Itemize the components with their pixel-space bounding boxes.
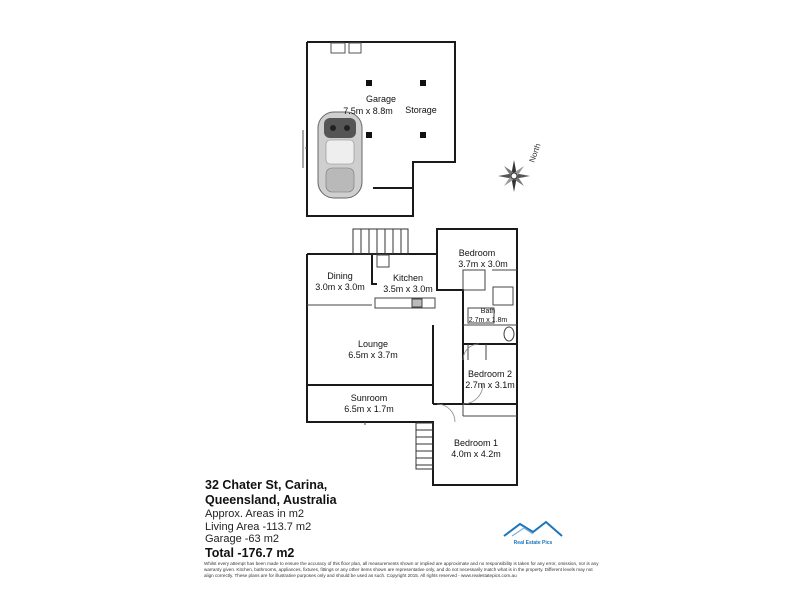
car-icon [317,111,363,199]
garage-dims: 7.5m x 8.8m [343,106,393,116]
kitchen-name: Kitchen [393,273,423,283]
bath-name: Bath [481,308,496,315]
areas-heading: Approx. Areas in m2 [205,508,305,520]
kitchen-dims: 3.5m x 3.0m [383,284,433,294]
bedroom-dims: 3.7m x 3.0m [458,259,508,269]
lounge-dims: 6.5m x 3.7m [348,350,398,360]
dining-dims: 3.0m x 3.0m [315,282,365,292]
bedroom2-name: Bedroom 2 [468,369,512,379]
bedroom-name: Bedroom [459,248,496,258]
bath-dims: 2.7m x 1.8m [469,317,508,324]
bedroom1-name: Bedroom 1 [454,438,498,448]
bedroom2-dims: 2.7m x 3.1m [465,380,515,390]
side-stairs [415,422,434,470]
address-line-2: Queensland, Australia [205,493,337,507]
dining-name: Dining [327,271,353,281]
sunroom-name: Sunroom [351,393,388,403]
total-area: Total -176.7 m2 [205,545,295,560]
address-line-1: 32 Chater St, Carina, [205,478,328,492]
living-area: Living Area -113.7 m2 [205,520,312,533]
property-info: 32 Chater St, Carina, Queensland, Austra… [205,478,505,561]
garage-walls [306,41,456,217]
doorways [436,343,484,423]
sunroom-dims: 6.5m x 1.7m [344,404,394,414]
logo-text: Real Estate Pics [513,540,553,546]
storage-name: Storage [405,105,437,115]
brand-logo: Real Estate Pics [500,520,566,546]
bedroom1-dims: 4.0m x 4.2m [451,449,501,459]
compass-label: North [527,142,542,163]
garage-area: Garage -63 m2 [205,533,279,545]
lounge-name: Lounge [358,339,388,349]
house-interior-details [307,254,517,425]
garage-name: Garage [366,94,396,104]
disclaimer-text: Whilst every attempt has been made to en… [204,561,599,578]
compass-rose-icon [498,160,530,192]
house-roof-icon [503,520,563,537]
front-stairs [352,228,409,255]
garage-fixtures [302,42,362,168]
garage-posts [366,80,426,138]
house-walls [306,228,518,486]
